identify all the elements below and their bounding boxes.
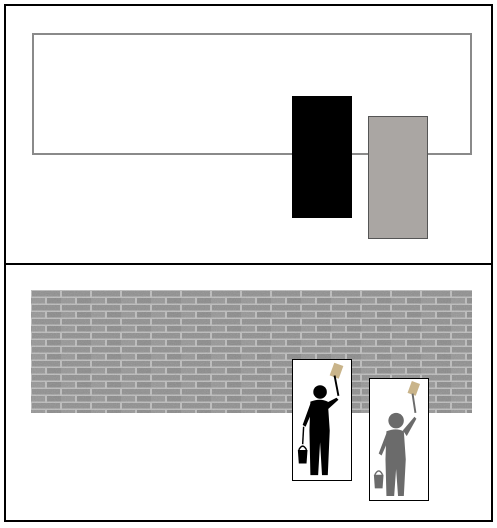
black-rectangle [292,96,352,218]
gray-rectangle [368,116,428,239]
painter-with-roller-icon [293,360,351,480]
painter-with-roller-icon [370,379,428,500]
painter-card-gray [369,378,429,501]
painter-card-black [292,359,352,481]
panel-divider [4,263,493,265]
